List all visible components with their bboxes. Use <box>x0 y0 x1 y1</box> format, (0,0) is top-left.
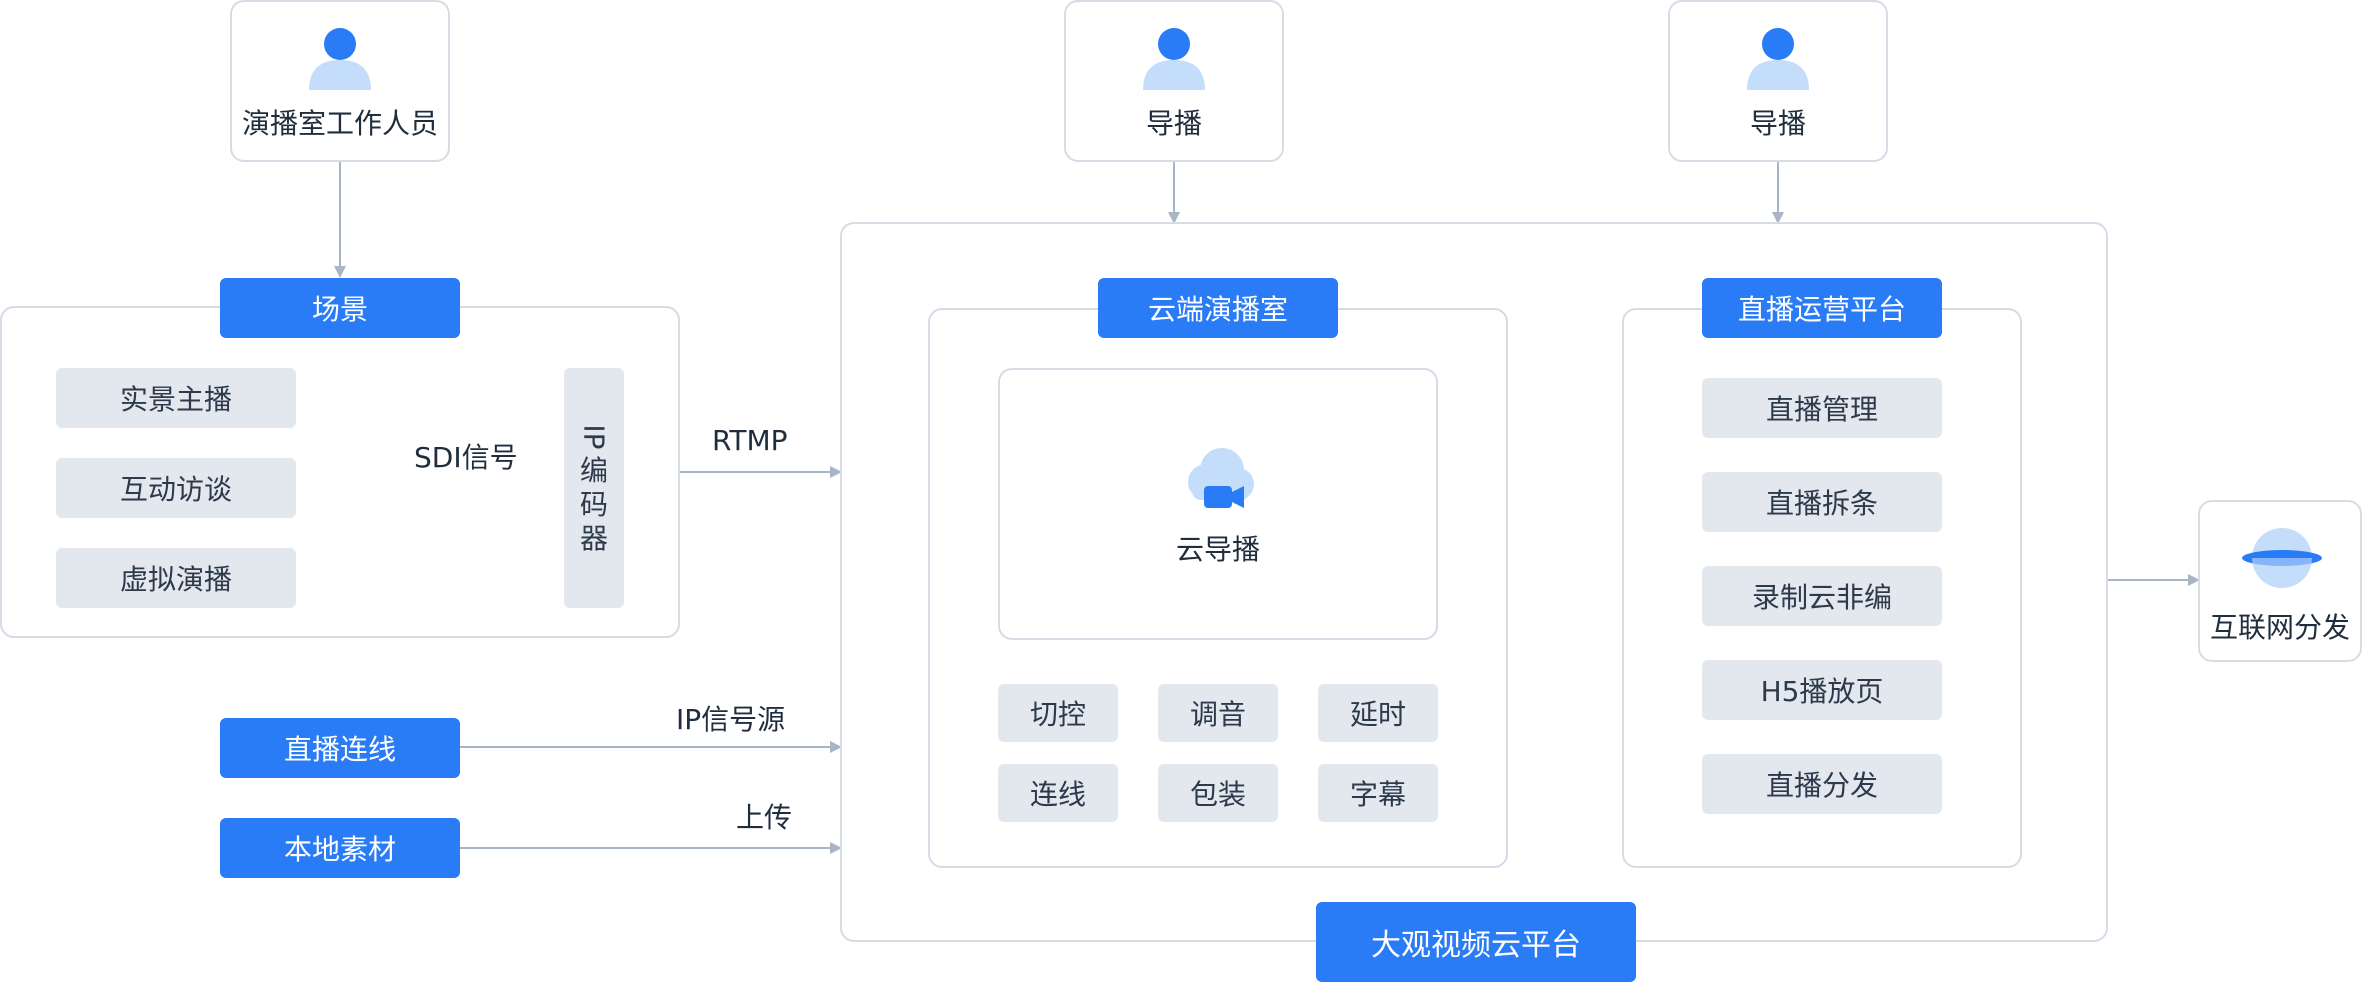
ops-item-clipping: 直播拆条 <box>1702 472 1942 532</box>
globe-icon <box>2242 528 2322 588</box>
cloud-camera-icon <box>1188 448 1254 508</box>
director-label-2: 导播 <box>1749 107 1806 140</box>
scene-item-virtual: 虚拟演播 <box>56 548 296 608</box>
encoder-char: IP <box>578 424 611 450</box>
director-card-2: 导播 <box>1668 0 1888 162</box>
ops-platform-title: 直播运营平台 <box>1702 278 1942 338</box>
encoder-char: 器 <box>579 522 608 555</box>
studio-staff-card: 演播室工作人员 <box>230 0 450 162</box>
ops-item-h5-page: H5播放页 <box>1702 660 1942 720</box>
rtmp-label: RTMP <box>712 424 788 457</box>
director-label-1: 导播 <box>1145 107 1202 140</box>
scene-title: 场景 <box>220 278 460 338</box>
person-icon <box>1747 28 1809 90</box>
scene-item-interview: 互动访谈 <box>56 458 296 518</box>
encoder-char: 编 <box>579 454 608 487</box>
function-subtitle: 字幕 <box>1318 764 1438 822</box>
internet-label: 互联网分发 <box>2209 611 2350 644</box>
platform-title: 大观视频云平台 <box>1316 902 1636 982</box>
source-live-link: 直播连线 <box>220 718 460 778</box>
ops-item-management: 直播管理 <box>1702 378 1942 438</box>
function-audio: 调音 <box>1158 684 1278 742</box>
cloud-director-panel: 云导播 <box>998 368 1438 640</box>
function-switch: 切控 <box>998 684 1118 742</box>
function-link: 连线 <box>998 764 1118 822</box>
studio-staff-label: 演播室工作人员 <box>241 107 438 140</box>
person-icon <box>309 28 371 90</box>
sdi-label: SDI信号 <box>414 441 518 474</box>
scene-item-live-host: 实景主播 <box>56 368 296 428</box>
ip-source-label: IP信号源 <box>676 703 786 736</box>
function-delay: 延时 <box>1318 684 1438 742</box>
cloud-director-label: 云导播 <box>1175 533 1260 566</box>
encoder-char: 码 <box>579 488 608 521</box>
director-card-1: 导播 <box>1064 0 1284 162</box>
upload-label: 上传 <box>736 801 793 834</box>
ops-item-distribution: 直播分发 <box>1702 754 1942 814</box>
ip-encoder: IP 编 码 器 <box>564 368 624 608</box>
ops-item-recording: 录制云非编 <box>1702 566 1942 626</box>
function-packaging: 包装 <box>1158 764 1278 822</box>
internet-card: 互联网分发 <box>2198 500 2362 662</box>
source-local-material: 本地素材 <box>220 818 460 878</box>
cloud-studio-title: 云端演播室 <box>1098 278 1338 338</box>
person-icon <box>1143 28 1205 90</box>
